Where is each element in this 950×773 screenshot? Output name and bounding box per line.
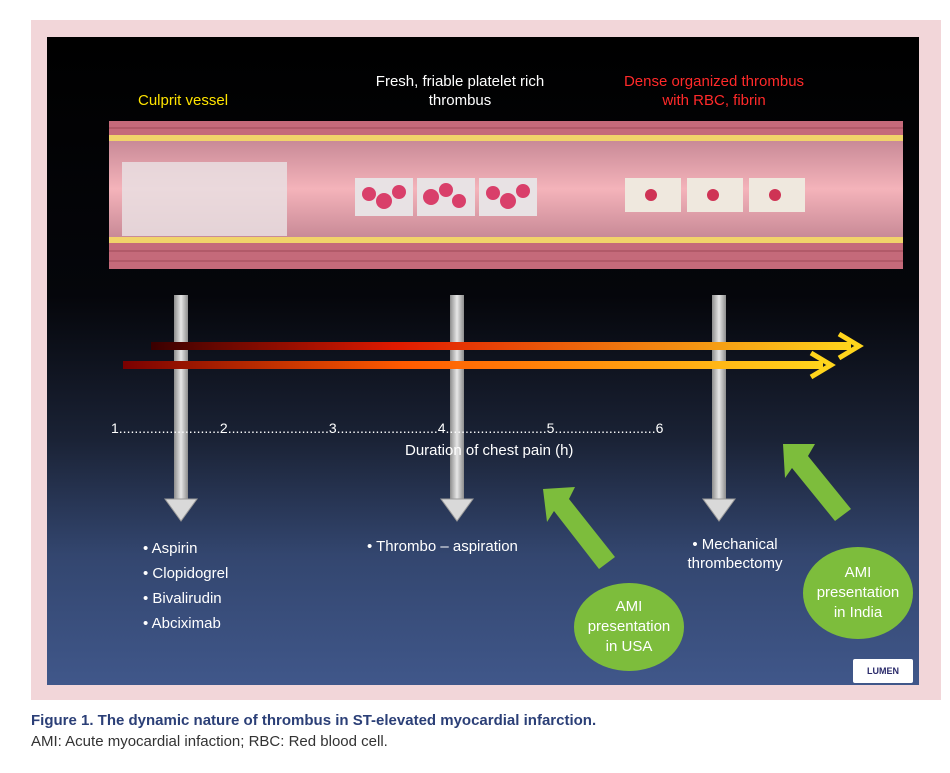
down-arrow-3 bbox=[702, 295, 736, 522]
fresh-thrombus-label: Fresh, friable platelet rich thrombus bbox=[375, 73, 545, 109]
list-item: • Bivalirudin bbox=[143, 590, 222, 607]
ami-usa-bubble: AMI presentation in USA bbox=[574, 583, 684, 671]
figure-caption-title: Figure 1. The dynamic nature of thrombus… bbox=[31, 712, 597, 729]
culprit-vessel-label: Culprit vessel bbox=[138, 92, 229, 109]
diagram-panel: Culprit vessel Fresh, friable platelet r… bbox=[47, 37, 919, 685]
time-arrow-upper bbox=[151, 331, 864, 361]
organized-thrombi bbox=[625, 178, 805, 212]
list-item: • Abciximab bbox=[143, 615, 221, 632]
mechanical-thrombectomy-label: • Mechanical thrombectomy bbox=[687, 536, 783, 572]
inset-illustration bbox=[122, 162, 287, 236]
time-axis-label: Duration of chest pain (h) bbox=[405, 442, 574, 459]
green-arrow-usa bbox=[543, 487, 615, 569]
ami-usa-text: AMI presentation in USA bbox=[587, 598, 671, 655]
time-axis-ticks: 1..........................2............… bbox=[111, 420, 664, 436]
figure-caption-abbrev: AMI: Acute myocardial infaction; RBC: Re… bbox=[31, 733, 388, 750]
fresh-thrombi bbox=[355, 178, 537, 216]
list-item: • Clopidogrel bbox=[143, 565, 229, 582]
down-arrow-1 bbox=[164, 295, 198, 522]
list-item: • Aspirin bbox=[143, 540, 198, 557]
ami-india-bubble: AMI presentation in India bbox=[803, 547, 913, 639]
diagram-graphics bbox=[109, 121, 903, 569]
ami-india-text: AMI presentation in India bbox=[816, 564, 900, 621]
dense-thrombus-label: Dense organized thrombus with RBC, fibri… bbox=[623, 73, 805, 109]
thrombo-aspiration-label: • Thrombo – aspiration bbox=[367, 538, 518, 555]
time-arrow-lower bbox=[123, 350, 836, 380]
lumen-logo: LUMEN bbox=[853, 659, 913, 683]
drug-list: • Aspirin • Clopidogrel • Bivalirudin • … bbox=[143, 539, 228, 639]
green-arrow-india bbox=[783, 444, 851, 521]
down-arrow-2 bbox=[440, 295, 474, 522]
